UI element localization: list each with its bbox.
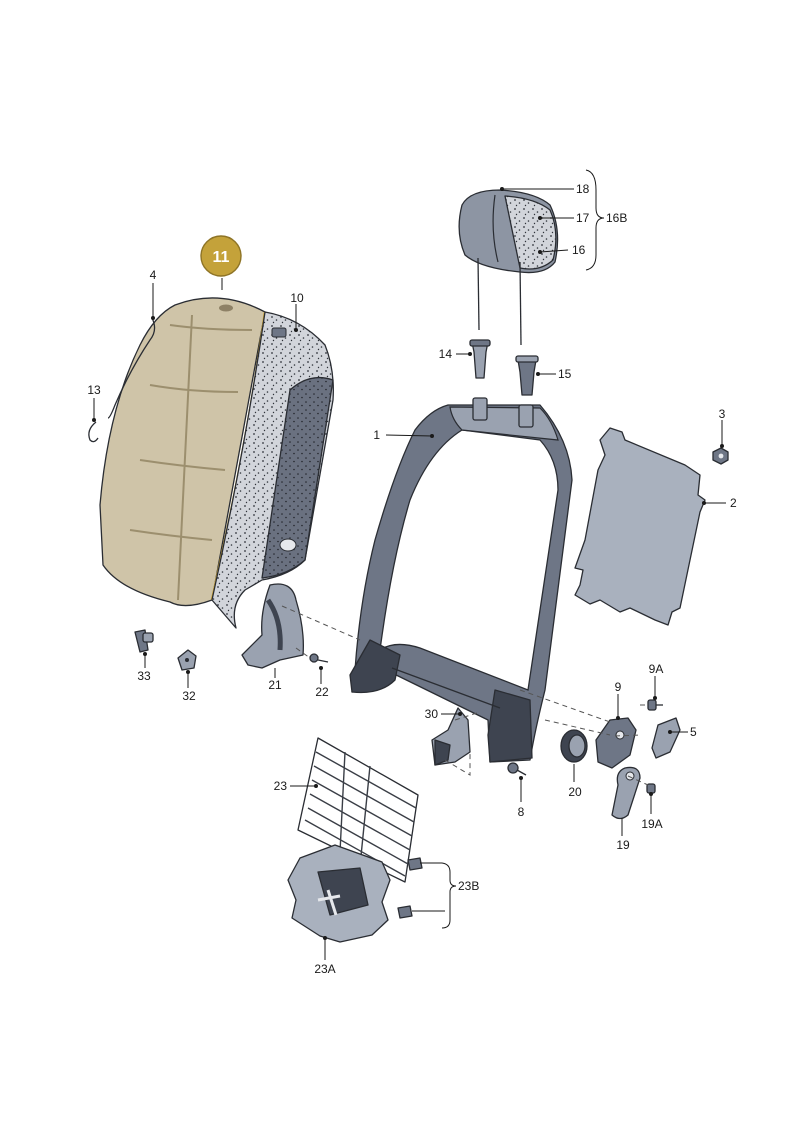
label-23a[interactable]: 23A	[314, 962, 335, 976]
label-19a[interactable]: 19A	[641, 817, 662, 831]
backrest-cover-shape	[99, 297, 266, 607]
foam-pad-clip	[271, 327, 287, 338]
frame-inner-opening	[379, 429, 559, 691]
screw-part-19a[interactable]	[646, 783, 656, 794]
lumbar-spring-mat-part-23[interactable]	[297, 737, 419, 883]
label-19[interactable]: 19	[616, 838, 630, 852]
label-18[interactable]: 18	[576, 182, 590, 196]
label-23b[interactable]: 23B	[458, 879, 479, 893]
adjuster-part-9[interactable]	[595, 717, 637, 769]
label-33[interactable]: 33	[137, 669, 151, 683]
highlight-badge-circle	[200, 235, 242, 277]
lever-part-19[interactable]	[611, 766, 641, 820]
cover-top-hole	[219, 304, 233, 312]
frame-right-hinge	[487, 689, 533, 763]
rear-panel-part-2[interactable]	[574, 427, 706, 626]
foam-pad-part-10[interactable]	[211, 311, 334, 629]
highlight-badge-label: 11	[213, 249, 230, 266]
screw-part-22[interactable]	[309, 653, 329, 663]
headrest-foam-cut	[504, 195, 557, 270]
label-8[interactable]: 8	[518, 805, 525, 819]
rear-panel-shape	[574, 427, 706, 626]
trim-cover-part-30[interactable]	[431, 707, 471, 766]
handwheel-part-20[interactable]	[560, 729, 588, 763]
headrest-seam	[492, 194, 499, 263]
label-4[interactable]: 4	[150, 268, 157, 282]
headrest-part-16b[interactable]	[458, 189, 559, 346]
foam-pad-side	[261, 376, 334, 579]
screw-part-9a[interactable]	[647, 699, 663, 711]
label-16[interactable]: 16	[572, 243, 586, 257]
label-20[interactable]: 20	[568, 785, 582, 799]
clip-part-32[interactable]	[177, 649, 197, 671]
spring-mat-frame	[297, 737, 419, 883]
label-30[interactable]: 30	[425, 707, 439, 721]
headrest-guide-bar-right	[519, 261, 522, 346]
label-15[interactable]: 15	[558, 367, 572, 381]
guide-sleeve-part-14[interactable]	[469, 339, 491, 379]
nut-part-3[interactable]	[712, 447, 729, 465]
spring-mat-wires	[304, 751, 417, 877]
label-17[interactable]: 17	[576, 211, 590, 225]
cover-quilt-lines	[129, 314, 253, 601]
lumbar-support-part-23a[interactable]	[287, 844, 391, 943]
label-23[interactable]: 23	[274, 779, 288, 793]
cover-cap-part-5[interactable]	[651, 717, 681, 759]
frame-cross-tube	[391, 667, 501, 709]
label-16b[interactable]: 16B	[606, 211, 627, 225]
trim-panel-part-21[interactable]	[241, 583, 304, 669]
tension-spring-upper[interactable]	[407, 857, 423, 871]
highlight-badge-part-11[interactable]: 11	[200, 235, 242, 277]
label-22[interactable]: 22	[315, 685, 329, 699]
label-2[interactable]: 2	[730, 496, 737, 510]
label-5[interactable]: 5	[690, 725, 697, 739]
label-9a[interactable]: 9A	[649, 662, 664, 676]
clip-part-13[interactable]	[88, 421, 99, 443]
clip-part-33[interactable]	[134, 629, 154, 653]
part-labels: 4 10 13 1 18 17 16 16B 14 15 3 2 21 22 3…	[87, 182, 737, 976]
foam-pad-hole	[279, 538, 297, 552]
headrest-guide-bar-left	[477, 257, 480, 331]
frame-left-hinge	[349, 639, 401, 694]
label-9[interactable]: 9	[615, 680, 622, 694]
label-3[interactable]: 3	[719, 407, 726, 421]
label-21[interactable]: 21	[268, 678, 282, 692]
label-1[interactable]: 1	[373, 428, 380, 442]
retaining-wire-part-4[interactable]	[107, 317, 156, 419]
label-13[interactable]: 13	[87, 383, 101, 397]
backrest-frame-part-1[interactable]	[349, 397, 573, 763]
bolt-part-8[interactable]	[507, 762, 527, 776]
guide-sleeve-part-15[interactable]	[515, 355, 539, 396]
leader-lines	[92, 169, 726, 960]
frame-sleeve-left	[472, 397, 488, 421]
label-10[interactable]: 10	[290, 291, 304, 305]
label-14[interactable]: 14	[439, 347, 453, 361]
label-32[interactable]: 32	[182, 689, 196, 703]
tension-spring-lower[interactable]	[397, 905, 413, 919]
assembly-dashed-lines	[281, 605, 649, 786]
frame-sleeve-right	[518, 404, 534, 428]
